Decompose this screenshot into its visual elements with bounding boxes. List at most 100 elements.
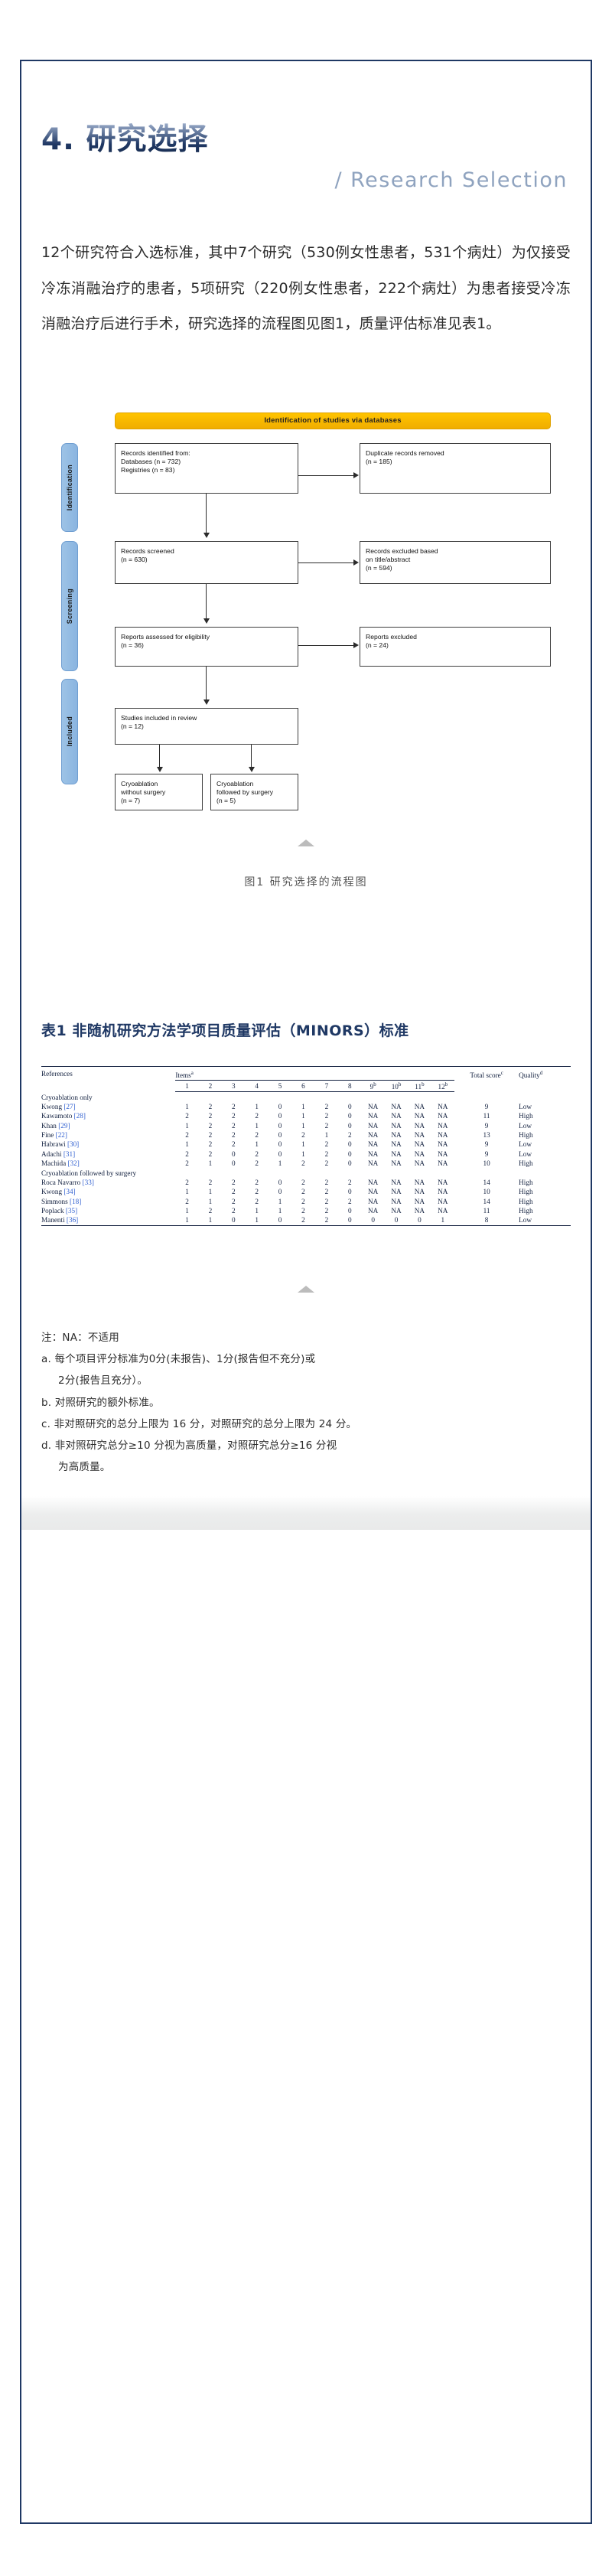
stage-tab-screening: Screening bbox=[61, 540, 78, 671]
cell-item-9: 0 bbox=[361, 1215, 385, 1226]
connector-h-3 bbox=[298, 644, 353, 646]
cell-item-5: 0 bbox=[278, 1188, 282, 1196]
connector-v-3 bbox=[206, 666, 207, 700]
table-head: References Itemsa Total scorec Qualityd bbox=[41, 1066, 571, 1093]
citation-link[interactable]: [27] bbox=[63, 1102, 76, 1110]
citation-link[interactable]: [30] bbox=[67, 1140, 80, 1149]
cell-item-3: 0 bbox=[222, 1215, 246, 1226]
box-studies-included: Studies included in review (n = 12) bbox=[115, 707, 298, 745]
cell-item-1: 2 bbox=[185, 1178, 189, 1186]
cell-reference: Kwong [34] bbox=[41, 1188, 76, 1196]
cell-item-5: 0 bbox=[278, 1178, 282, 1186]
cell-item-1: 2 bbox=[185, 1131, 189, 1140]
citation-link[interactable]: [36] bbox=[66, 1216, 79, 1224]
cell-item-8: 0 bbox=[347, 1102, 352, 1110]
citation-link[interactable]: [18] bbox=[70, 1197, 82, 1205]
cell-item-4: 1 bbox=[255, 1140, 259, 1149]
cell-quality: Low bbox=[519, 1102, 532, 1110]
cell-item-6: 2 bbox=[301, 1197, 305, 1205]
cell-total-score: 8 bbox=[454, 1215, 519, 1226]
cell-quality: Low bbox=[519, 1121, 532, 1130]
cell-item-4: 2 bbox=[255, 1178, 259, 1186]
cell-item-11: NA bbox=[414, 1102, 425, 1110]
cell-item-3: 2 bbox=[232, 1112, 236, 1120]
stage-label-identification: Identification bbox=[66, 464, 73, 510]
cell-item-3: 2 bbox=[232, 1131, 236, 1140]
cell-item-5: 0 bbox=[278, 1131, 282, 1140]
citation-link[interactable]: [33] bbox=[82, 1178, 94, 1186]
th-item-9: 9b bbox=[361, 1079, 385, 1093]
cell-quality: High bbox=[519, 1112, 533, 1120]
th-items: Itemsa bbox=[175, 1069, 194, 1079]
cell-item-4: 1 bbox=[255, 1207, 259, 1215]
cell-item-5: 0 bbox=[278, 1102, 282, 1110]
cell-item-11: 0 bbox=[408, 1215, 431, 1226]
cell-item-10: NA bbox=[391, 1207, 402, 1215]
collapse-marker-icon-2[interactable] bbox=[298, 1285, 314, 1293]
cell-item-12: NA bbox=[438, 1102, 448, 1110]
cell-quality: High bbox=[519, 1207, 533, 1215]
cell-item-8: 2 bbox=[347, 1131, 352, 1140]
citation-link[interactable]: [28] bbox=[73, 1112, 86, 1120]
cell-item-10: NA bbox=[391, 1102, 402, 1110]
box-duplicates-removed: Duplicate records removed (n = 185) bbox=[360, 442, 551, 494]
th-references: References bbox=[41, 1069, 73, 1078]
cell-total-score: 13 bbox=[483, 1131, 490, 1140]
cell-item-2: 2 bbox=[208, 1121, 213, 1130]
figure-caption: 图1 研究选择的流程图 bbox=[244, 876, 368, 889]
table-title: 表1 非随机研究方法学项目质量评估（MINORS）标准 bbox=[41, 1022, 409, 1039]
box-cryo-followed-surgery: Cryoablation followed by surgery (n = 5) bbox=[210, 773, 298, 810]
connector-v-4b bbox=[251, 744, 252, 768]
th-item-7: 7 bbox=[314, 1079, 339, 1093]
citation-link[interactable]: [29] bbox=[58, 1121, 70, 1130]
cell-item-2: 1 bbox=[208, 1188, 213, 1196]
box-records-identified: Records identified from: Databases (n = … bbox=[115, 442, 298, 494]
cell-item-4: 2 bbox=[255, 1159, 259, 1168]
cell-reference: Machida [32] bbox=[41, 1159, 80, 1168]
cell-item-9: NA bbox=[368, 1102, 379, 1110]
cell-item-12: NA bbox=[438, 1159, 448, 1168]
cell-item-8: 2 bbox=[347, 1178, 352, 1186]
citation-link[interactable]: [22] bbox=[55, 1131, 67, 1140]
cell-item-7: 2 bbox=[324, 1121, 329, 1130]
cell-item-12: NA bbox=[438, 1188, 448, 1196]
cell-item-1: 1 bbox=[185, 1207, 189, 1215]
cell-item-3: 2 bbox=[232, 1178, 236, 1186]
citation-link[interactable]: [32] bbox=[67, 1159, 80, 1168]
cell-item-3: 0 bbox=[232, 1149, 236, 1158]
box-reports-excluded: Reports excluded (n = 24) bbox=[360, 626, 551, 667]
cell-item-1: 2 bbox=[185, 1197, 189, 1205]
cell-item-7: 2 bbox=[324, 1188, 329, 1196]
th-item-6: 6 bbox=[291, 1079, 315, 1093]
citation-link[interactable]: [34] bbox=[63, 1188, 76, 1196]
arrowhead-down-1 bbox=[203, 532, 210, 538]
prisma-grid: Identification Screening Included Record… bbox=[61, 440, 551, 810]
cell-item-3: 0 bbox=[232, 1159, 236, 1168]
cell-quality: High bbox=[519, 1178, 533, 1186]
cell-item-2: 2 bbox=[208, 1112, 213, 1120]
cell-item-8: 0 bbox=[347, 1188, 352, 1196]
cell-item-4: 2 bbox=[255, 1149, 259, 1158]
stage-label-screening: Screening bbox=[66, 588, 73, 624]
cell-item-10: NA bbox=[391, 1112, 402, 1120]
cell-item-6: 2 bbox=[301, 1131, 305, 1140]
citation-link[interactable]: [31] bbox=[63, 1149, 76, 1158]
cell-item-7: 2 bbox=[324, 1178, 329, 1186]
cell-item-1: 2 bbox=[185, 1159, 189, 1168]
cell-reference: Habrawi [30] bbox=[41, 1140, 80, 1149]
th-quality: Qualityd bbox=[519, 1069, 543, 1079]
cell-item-4: 2 bbox=[255, 1131, 259, 1140]
cell-item-7: 2 bbox=[324, 1102, 329, 1110]
citation-link[interactable]: [35] bbox=[65, 1207, 78, 1215]
note-b: b. 对照研究的额外标准。 bbox=[41, 1396, 160, 1409]
cell-item-11: NA bbox=[414, 1207, 425, 1215]
collapse-marker-icon[interactable] bbox=[298, 839, 314, 846]
connector-h-2 bbox=[298, 562, 353, 563]
